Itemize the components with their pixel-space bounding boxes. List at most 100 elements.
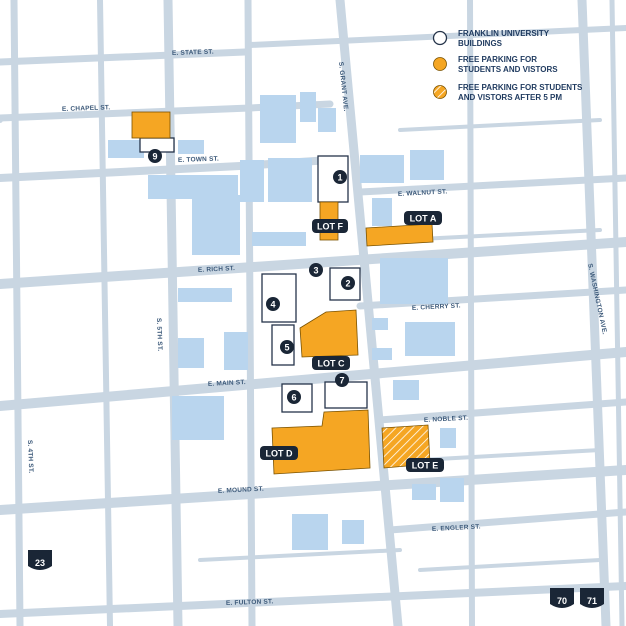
building-block xyxy=(240,160,264,202)
parking-lot-a[interactable] xyxy=(365,223,434,247)
building-block xyxy=(360,155,404,183)
svg-text:71: 71 xyxy=(587,596,597,606)
building-block xyxy=(108,140,144,158)
svg-text:3: 3 xyxy=(313,266,318,276)
street-label-rich: E. RICH ST. xyxy=(198,265,236,274)
lot-label-d[interactable]: LOT D xyxy=(260,446,298,460)
street-fourth xyxy=(10,0,24,626)
legend-parking-after-label: FREE PARKING FOR STUDENTS xyxy=(458,83,583,92)
street-label-fifth: S. 5TH ST. xyxy=(155,318,163,352)
building-block xyxy=(178,140,204,154)
svg-text:LOT F: LOT F xyxy=(317,222,343,232)
street-west xyxy=(97,0,113,626)
building-block xyxy=(172,396,224,440)
street-grant xyxy=(335,0,403,626)
building-block xyxy=(192,195,240,255)
parking-lot-d[interactable] xyxy=(271,409,371,475)
building-markers: 1 2 3 4 5 6 7 9 xyxy=(148,149,355,404)
building-marker-1[interactable]: 1 xyxy=(333,170,347,184)
building-block xyxy=(292,514,328,550)
svg-text:LOT D: LOT D xyxy=(266,449,293,459)
legend-university-swatch xyxy=(432,30,448,46)
svg-text:7: 7 xyxy=(339,376,344,386)
legend-university-label-2: BUILDINGS xyxy=(458,39,503,48)
highway-shields: 23 70 71 xyxy=(28,550,604,608)
map-legend: FRANKLIN UNIVERSITY BUILDINGS FREE PARKI… xyxy=(432,29,583,102)
legend-parking-swatch xyxy=(433,57,447,71)
building-block xyxy=(318,108,336,132)
street-label-cherry: E. CHERRY ST. xyxy=(412,302,461,312)
building-marker-9[interactable]: 9 xyxy=(148,149,162,163)
legend-parking-label: FREE PARKING FOR xyxy=(458,55,537,64)
building-marker-7[interactable]: 7 xyxy=(335,373,349,387)
street-label-fulton: E. FULTON ST. xyxy=(226,598,274,607)
building-block xyxy=(440,478,464,502)
lot-labels: LOT F LOT A LOT C LOT D LOT E xyxy=(260,211,444,472)
svg-text:4: 4 xyxy=(270,300,275,310)
street-label-town: E. TOWN ST. xyxy=(178,156,219,164)
svg-text:5: 5 xyxy=(284,343,289,353)
legend-parking-after-swatch xyxy=(433,85,447,99)
building-block xyxy=(178,338,204,368)
building-block xyxy=(380,258,448,304)
building-marker-4[interactable]: 4 xyxy=(266,297,280,311)
building-block xyxy=(372,318,388,330)
svg-text:70: 70 xyxy=(557,596,567,606)
street-rich xyxy=(0,237,626,289)
svg-text:23: 23 xyxy=(35,558,45,568)
street-label-fourth: S. 4TH ST. xyxy=(26,440,34,474)
building-block xyxy=(410,150,444,180)
svg-text:LOT E: LOT E xyxy=(412,461,439,471)
street-washington xyxy=(577,0,611,626)
legend-parking-label-2: STUDENTS AND VISTORS xyxy=(458,65,558,74)
building-block xyxy=(300,92,316,122)
street-far-east xyxy=(609,0,625,626)
building-marker-5[interactable]: 5 xyxy=(280,340,294,354)
building-block xyxy=(268,158,312,202)
street-label-walnut: E. WALNUT ST. xyxy=(398,188,448,198)
street-state xyxy=(0,48,249,66)
lot-label-f[interactable]: LOT F xyxy=(312,219,348,233)
university-building-7[interactable] xyxy=(324,381,368,409)
interstate-71-shield: 71 xyxy=(580,588,604,608)
street-east-1 xyxy=(467,0,475,626)
svg-text:2: 2 xyxy=(345,279,350,289)
street-fulton xyxy=(0,582,626,618)
lot-label-e[interactable]: LOT E xyxy=(406,458,444,472)
street-mound xyxy=(0,465,626,515)
building-marker-3[interactable]: 3 xyxy=(309,263,323,277)
building-block xyxy=(412,484,436,500)
street-fifth xyxy=(163,0,183,626)
building-block xyxy=(342,520,364,544)
street-block-lines xyxy=(198,118,602,572)
parking-lot-c[interactable] xyxy=(299,309,359,358)
street-sixth xyxy=(244,0,256,626)
parking-lot-chapel[interactable] xyxy=(131,111,171,139)
svg-text:1: 1 xyxy=(337,173,342,183)
legend-parking-after-label-2: AND VISTORS AFTER 5 PM xyxy=(458,93,562,102)
building-block xyxy=(260,95,296,143)
building-marker-2[interactable]: 2 xyxy=(341,276,355,290)
street-noble xyxy=(376,398,626,424)
street-label-engler: E. ENGLER ST. xyxy=(432,523,481,533)
street-label-noble: E. NOBLE ST. xyxy=(424,415,469,424)
city-buildings xyxy=(108,92,464,550)
building-block xyxy=(224,332,248,370)
building-block xyxy=(405,322,455,356)
building-block xyxy=(372,198,392,226)
street-label-state: E. STATE ST. xyxy=(172,49,214,57)
svg-text:6: 6 xyxy=(291,393,296,403)
street-label-chapel: E. CHAPEL ST. xyxy=(62,104,111,113)
lot-label-a[interactable]: LOT A xyxy=(404,211,442,225)
building-block xyxy=(178,288,232,302)
street-walnut xyxy=(356,174,626,196)
building-marker-6[interactable]: 6 xyxy=(287,390,301,404)
lot-label-c[interactable]: LOT C xyxy=(312,356,350,370)
university-building-4[interactable] xyxy=(261,273,297,323)
street-label-mound: E. MOUND ST. xyxy=(218,486,264,495)
building-block xyxy=(393,380,419,400)
svg-text:9: 9 xyxy=(152,152,157,162)
building-block xyxy=(372,348,392,360)
building-block xyxy=(440,428,456,448)
